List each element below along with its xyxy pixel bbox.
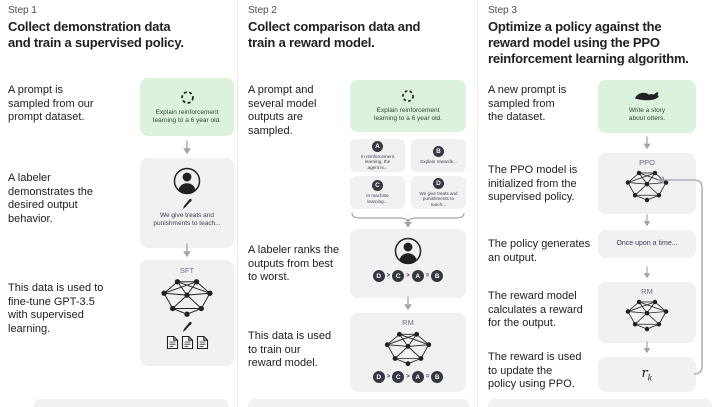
rank-separator: = xyxy=(425,374,430,380)
step2-prompt-caption: Explain reinforcement learning to a 6 ye… xyxy=(374,107,442,122)
rank-separator: = xyxy=(425,273,430,279)
step3-ppo-annotation: The PPO model is initialized from the su… xyxy=(488,164,578,203)
labeler-person-icon xyxy=(172,166,202,196)
step3-rm-box: RM xyxy=(598,282,696,343)
down-arrow-icon xyxy=(182,243,192,258)
rank-circle: D xyxy=(372,371,385,383)
sft-model-label: SFT xyxy=(179,266,195,275)
step1-prompt-box: Explain reinforcement learning to a 6 ye… xyxy=(140,78,234,136)
step3-prompt-caption: Write a story about otters. xyxy=(628,107,666,122)
step1-label: Step 1 xyxy=(8,5,37,16)
step3-output-box: Once upon a time... xyxy=(598,230,696,258)
rm-model-label: RM xyxy=(641,287,653,296)
rank-circle: C xyxy=(392,371,405,383)
output-card-a: A In reinforcement learning, the agent i… xyxy=(350,139,405,172)
output-caption-a: In reinforcement learning, the agent is.… xyxy=(360,153,395,170)
output-badge-c: C xyxy=(372,180,383,192)
column-divider xyxy=(237,0,238,407)
otter-icon xyxy=(634,91,659,101)
step2-prompt-box: Explain reinforcement learning to a 6 ye… xyxy=(350,80,466,132)
output-badge-b: B xyxy=(433,146,444,158)
next-section-box-top xyxy=(488,399,712,407)
down-arrow-icon xyxy=(642,136,652,150)
output-badge-d: D xyxy=(433,177,444,189)
rank-separator: > xyxy=(406,374,410,380)
rank-separator: > xyxy=(386,273,391,279)
rank-circle: D xyxy=(372,270,385,282)
output-caption-d: We give treats and punishments to teach.… xyxy=(419,190,458,207)
rank-separator: > xyxy=(406,273,410,279)
step3-prompt-box: Write a story about otters. xyxy=(598,80,696,133)
step3-reward-value-box: rk xyxy=(598,357,696,392)
step3-update-annotation: The reward is used to update the policy … xyxy=(488,351,582,390)
brace-arrow-icon xyxy=(404,219,412,228)
step2-train-annotation: This data is used to train our reward mo… xyxy=(248,330,332,369)
column-divider xyxy=(477,0,478,407)
rank-circle: A xyxy=(411,270,424,282)
output-card-b: B Explain rewards... xyxy=(411,139,466,172)
step1-labeler-caption: We give treats and punishments to teach.… xyxy=(153,212,221,227)
pen-icon xyxy=(182,321,192,332)
reward-symbol: rk xyxy=(641,366,653,383)
step2-title: Collect comparison data and train a rewa… xyxy=(248,19,421,50)
output-caption-c: In machine learning... xyxy=(366,193,389,204)
step3-title: Optimize a policy against the reward mod… xyxy=(488,19,689,66)
down-arrow-icon xyxy=(182,140,192,155)
step2-label: Step 2 xyxy=(248,5,277,16)
rank-circle: A xyxy=(411,371,424,383)
step2-rm-box: RM D > C > A = B xyxy=(350,313,466,392)
ranking-row: D > C > A = B xyxy=(372,270,444,282)
step1-prompt-annotation: A prompt is sampled from our prompt data… xyxy=(8,84,94,123)
ranking-row: D > C > A = B xyxy=(372,371,444,383)
output-card-d: D We give treats and punishments to teac… xyxy=(411,176,466,209)
step1-labeler-box: We give treats and punishments to teach.… xyxy=(140,158,234,248)
rank-circle: B xyxy=(431,270,444,282)
step1-finetune-annotation: This data is used to fine-tune GPT-3.5 w… xyxy=(8,282,104,335)
rank-circle: C xyxy=(392,270,405,282)
document-icon xyxy=(181,335,193,350)
rank-separator: > xyxy=(386,374,391,380)
resample-loop-icon xyxy=(180,90,194,104)
rm-model-label: RM xyxy=(402,318,414,327)
step3-reward-annotation: The reward model calculates a reward for… xyxy=(488,290,583,329)
output-caption-b: Explain rewards... xyxy=(420,159,457,165)
step1-sft-box: SFT xyxy=(140,260,234,366)
step3-output-caption: Once upon a time... xyxy=(616,240,678,247)
step3-prompt-annotation: A new prompt is sampled from the dataset… xyxy=(488,84,567,123)
step3-ppo-box: PPO xyxy=(598,153,696,214)
step3-output-annotation: The policy generates an output. xyxy=(488,238,591,264)
resample-loop-icon xyxy=(402,90,414,102)
output-badge-a: A xyxy=(372,140,383,152)
step3-label: Step 3 xyxy=(488,5,517,16)
feedback-loop-arrow xyxy=(656,176,703,375)
step2-labeler-box: D > C > A = B xyxy=(350,229,466,298)
down-arrow-icon xyxy=(403,296,413,311)
step2-ranks-annotation: A labeler ranks the outputs from best to… xyxy=(248,244,340,283)
labeler-person-icon xyxy=(393,236,423,266)
rank-circle: B xyxy=(431,371,444,383)
step2-sampled-annotation: A prompt and several model outputs are s… xyxy=(248,84,317,137)
neural-network-icon xyxy=(384,331,432,367)
step1-labeler-annotation: A labeler demonstrates the desired outpu… xyxy=(8,172,93,225)
neural-network-icon xyxy=(160,278,214,318)
next-section-box-top xyxy=(248,399,469,407)
pen-icon xyxy=(182,198,192,209)
step1-prompt-caption: Explain reinforcement learning to a 6 ye… xyxy=(153,108,221,124)
documents-row xyxy=(166,335,209,350)
document-icon xyxy=(196,335,208,350)
document-icon xyxy=(166,335,178,350)
ppo-model-label: PPO xyxy=(639,158,655,167)
output-card-c: C In machine learning... xyxy=(350,176,405,209)
next-section-box-top xyxy=(34,399,228,407)
step1-title: Collect demonstration data and train a s… xyxy=(8,19,184,50)
